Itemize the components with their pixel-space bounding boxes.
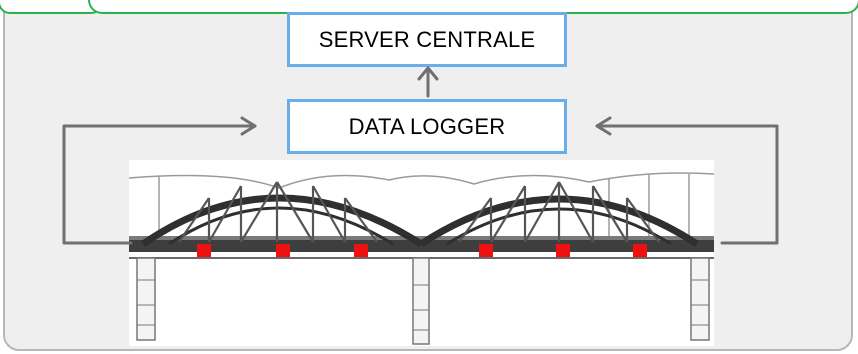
sensor-6: [633, 244, 647, 257]
sensor-1: [197, 244, 211, 257]
arrow-head-left-in: [240, 116, 257, 136]
server-centrale-box: SERVER CENTRALE: [287, 12, 567, 67]
bridge-image: [128, 160, 715, 346]
server-centrale-label: SERVER CENTRALE: [318, 26, 536, 52]
sensor-5: [556, 244, 570, 257]
sensor-4: [479, 244, 493, 257]
data-logger-box: DATA LOGGER: [287, 99, 567, 154]
sensor-2: [276, 244, 290, 257]
truss-bridge-drawing: [128, 172, 715, 345]
sensor-3: [354, 244, 368, 257]
arrow-head-right-in: [595, 116, 612, 136]
arrow-left-feed: [62, 124, 257, 245]
data-logger-label: DATA LOGGER: [348, 113, 506, 139]
arrow-right-feed: [595, 124, 779, 245]
arrow-head-up: [417, 66, 439, 81]
